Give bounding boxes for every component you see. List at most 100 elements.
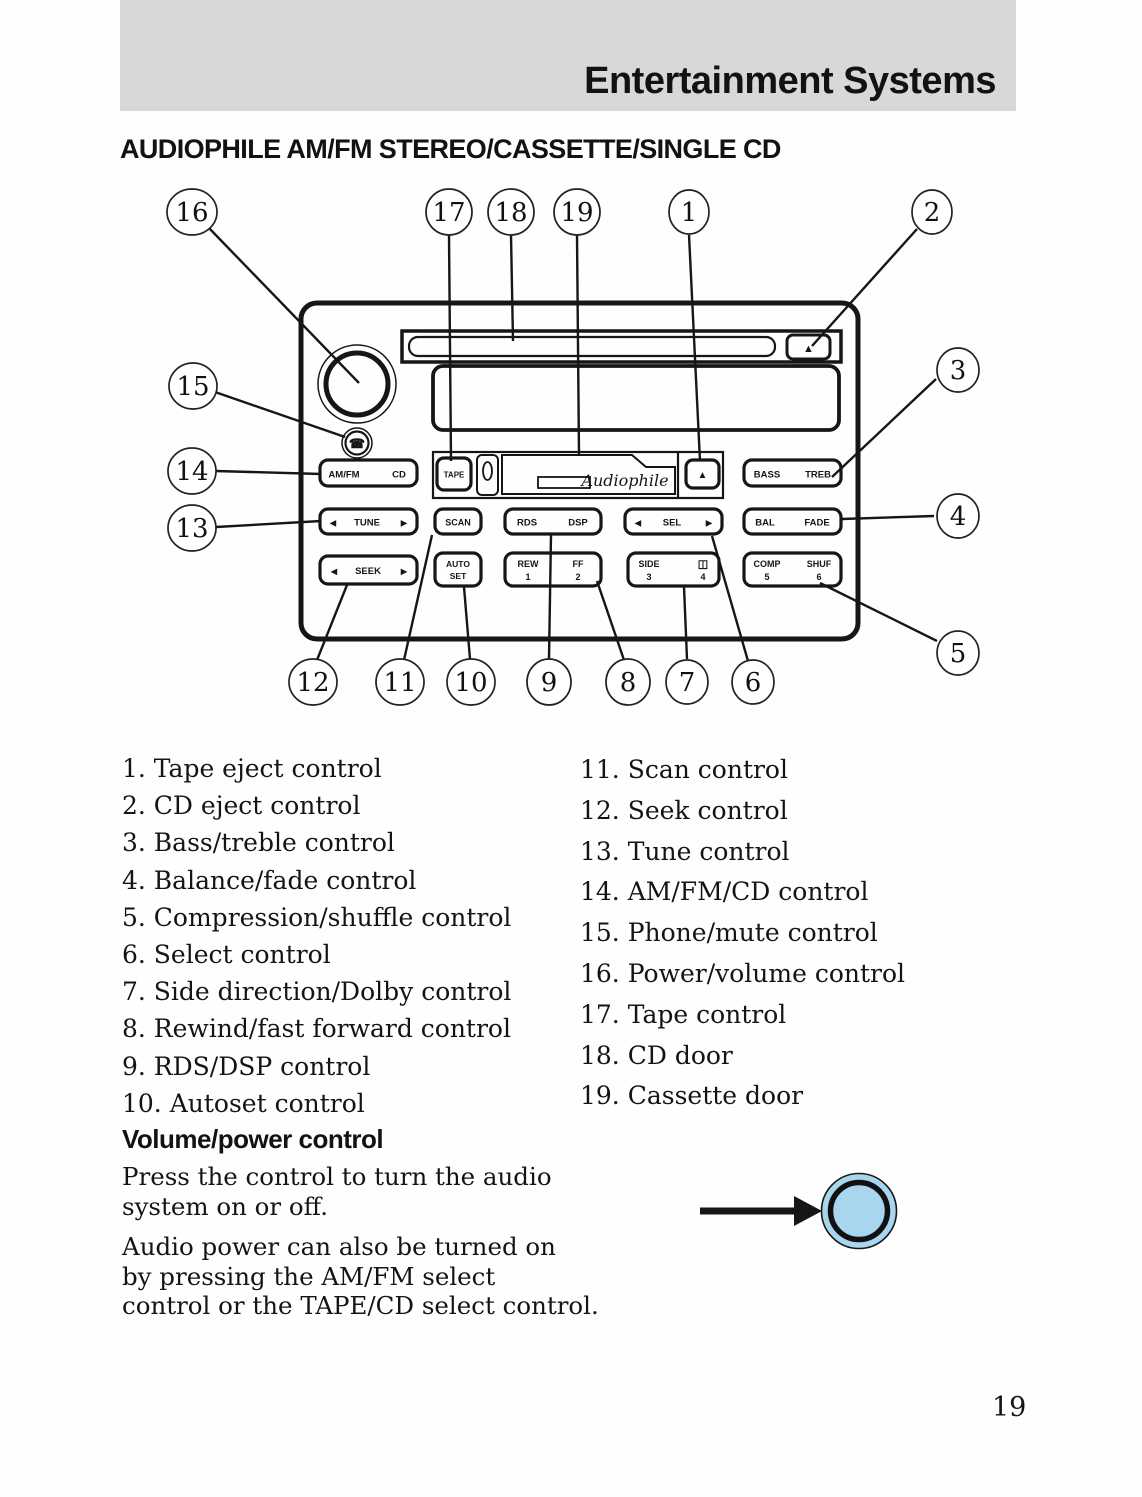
cassette-body — [501, 454, 676, 495]
tune-label: TUNE — [354, 518, 380, 529]
autoset-button: AUTO SET — [433, 551, 483, 588]
display-window — [431, 364, 841, 432]
legend-item: 15. Phone/mute control — [580, 918, 878, 948]
svg-text:5: 5 — [950, 639, 967, 669]
callout-3: 3 — [936, 347, 980, 393]
legend-item: 1. Tape eject control — [122, 754, 382, 783]
arrow-right-icon: ▶ — [705, 519, 713, 528]
tape-label: TAPE — [444, 471, 465, 480]
svg-text:19: 19 — [560, 198, 593, 228]
cd-label: CD — [392, 470, 406, 481]
tape-eject-button: ▲ — [684, 458, 721, 490]
paragraph-line: Press the control to turn the audio — [122, 1162, 552, 1191]
eject-icon: ▲ — [698, 470, 708, 481]
svg-text:7: 7 — [679, 668, 696, 698]
dsp-label: DSP — [568, 518, 588, 529]
legend-item: 4. Balance/fade control — [122, 865, 417, 895]
legend-item: 6. Select control — [122, 940, 331, 970]
svg-text:8: 8 — [620, 668, 637, 698]
svg-text:10: 10 — [454, 668, 487, 698]
callout-17: 17 — [425, 188, 473, 236]
section-heading: AUDIOPHILE AM/FM STEREO/CASSETTE/SINGLE … — [120, 134, 781, 164]
fade-label: FADE — [804, 518, 829, 529]
paragraph: Press the control to turn the audio syst… — [122, 1162, 552, 1221]
legend-item: 11. Scan control — [580, 755, 788, 784]
callout-16: 16 — [166, 188, 218, 236]
paragraph-line: by pressing the AM/FM select — [122, 1261, 496, 1291]
pointer-arrow-icon — [700, 1196, 822, 1226]
ff-number: 2 — [575, 572, 580, 582]
svg-text:13: 13 — [175, 514, 208, 544]
legend-item: 17. Tape control — [580, 999, 787, 1029]
select-button: ◀ SEL ▶ — [623, 507, 724, 536]
svg-text:12: 12 — [296, 668, 329, 698]
legend-item: 3. Bass/treble control — [122, 828, 395, 858]
side-number: 3 — [646, 572, 651, 582]
cd-eject-button: ▲ — [785, 333, 832, 361]
cd-door — [400, 329, 843, 364]
callout-10: 10 — [446, 658, 496, 706]
callout-19: 19 — [553, 188, 601, 236]
dolby-icon: ◫ — [698, 559, 708, 571]
callout-2: 2 — [911, 189, 953, 235]
header-banner: Entertainment Systems — [120, 0, 1016, 111]
callout-8: 8 — [605, 658, 651, 706]
amfm-cd-button: AM/FM CD — [318, 458, 419, 488]
side-dolby-button: SIDE 3 ◫ 4 — [626, 551, 721, 588]
bass-treble-button: BASS TREB — [742, 458, 843, 488]
callout-15: 15 — [168, 362, 218, 410]
bass-label: BASS — [754, 470, 780, 481]
subsection-heading: Volume/power control — [122, 1124, 384, 1154]
callout-9: 9 — [526, 658, 572, 706]
treb-label: TREB — [805, 470, 831, 481]
banner-title: Entertainment Systems — [584, 60, 996, 102]
callout-leader-lines — [207, 226, 938, 662]
comp-shuf-button: COMP 5 SHUF 6 — [742, 551, 843, 588]
callout-5: 5 — [936, 630, 980, 676]
tune-button: ◀ TUNE ▶ — [318, 507, 419, 536]
legend-column-left: 1. Tape eject control 2. CD eject contro… — [122, 750, 511, 1122]
paragraph: Audio power can also be turned on by pre… — [122, 1232, 599, 1321]
legend-item: 18. CD door — [580, 1040, 733, 1070]
eject-icon: ▲ — [803, 343, 814, 355]
cassette-door: Audiophile ▲ — [431, 450, 725, 500]
callout-11: 11 — [375, 658, 425, 706]
ff-label: FF — [573, 559, 584, 569]
phone-mute-button: ☎ — [341, 427, 373, 459]
seek-button: ◀ SEEK ▶ — [318, 554, 419, 586]
phone-mute-icon: ☎ — [349, 436, 365, 451]
callout-13: 13 — [167, 504, 217, 552]
callout-1: 1 — [668, 189, 710, 235]
legend-item: 7. Side direction/Dolby control — [122, 977, 512, 1007]
legend-item: 8. Rewind/fast forward control — [122, 1014, 511, 1044]
radio-faceplate: ▲ ☎ — [298, 300, 861, 642]
svg-text:4: 4 — [950, 502, 967, 532]
legend-item: 9. RDS/DSP control — [122, 1051, 371, 1081]
sel-label: SEL — [663, 518, 682, 529]
brand-script: Audiophile — [579, 471, 668, 490]
cassette-hub — [476, 454, 499, 496]
comp-number: 5 — [764, 572, 769, 582]
svg-text:9: 9 — [541, 668, 558, 698]
svg-text:16: 16 — [175, 198, 208, 228]
legend-column-right: 11. Scan control 12. Seek control 13. Tu… — [580, 750, 905, 1117]
power-volume-knob — [317, 344, 397, 424]
callout-bubbles: 16 17 18 19 1 2 — [166, 188, 980, 706]
rds-dsp-button: RDS DSP — [503, 507, 603, 536]
callout-7: 7 — [665, 659, 709, 705]
auto-label: AUTO — [446, 559, 470, 569]
callout-4: 4 — [936, 493, 980, 539]
arrow-right-icon: ▶ — [400, 567, 408, 576]
arrow-left-icon: ◀ — [330, 567, 338, 576]
svg-text:1: 1 — [681, 198, 698, 228]
svg-text:17: 17 — [432, 198, 465, 228]
bal-label: BAL — [755, 518, 775, 529]
set-label: SET — [450, 571, 467, 581]
legend-item: 12. Seek control — [580, 795, 788, 825]
callout-14: 14 — [167, 447, 217, 495]
seek-label: SEEK — [355, 566, 381, 577]
arrow-left-icon: ◀ — [329, 519, 337, 528]
paragraph-line: control or the TAPE/CD select control. — [122, 1291, 599, 1321]
rew-label: REW — [518, 559, 540, 569]
